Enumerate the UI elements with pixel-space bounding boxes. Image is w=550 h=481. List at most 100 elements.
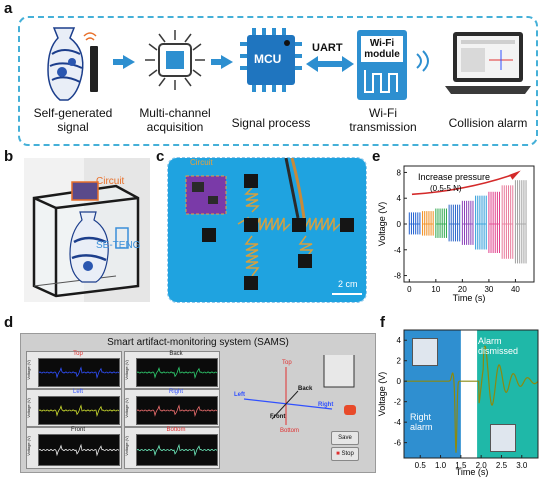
panel-c-letter: c [156,148,165,165]
y-tick-label: 4 [397,194,402,203]
flexible-sensor-photo [167,157,367,303]
circuit-label-text: Circuit [96,176,125,187]
alarm-light-icon [344,405,356,415]
step-3-label: Signal process [231,116,311,130]
trend-arrow [411,172,516,196]
y-tick-label: -2 [394,398,402,407]
case-photo-thumb [412,338,438,366]
flow-arrow-1 [113,59,123,65]
compass-right: Right [318,402,334,408]
stop-button[interactable]: ■ Stop [331,447,359,461]
chart-e-annotation-sub: (0.5-5 N) [430,184,462,193]
sams-title: Smart artifact-monitoring system (SAMS) [107,337,289,348]
case-photo-thumb [490,424,516,452]
wifi-signal-icon [413,50,435,72]
plot-trace-canvas [136,404,218,417]
plot-trace-canvas [38,366,120,379]
uart-label: UART [312,42,343,54]
double-arrow-icon [306,56,354,72]
x-tick-label: 20 [458,285,467,294]
right-alarm-label: Right alarm [410,412,433,432]
cube-case-icon [323,355,355,388]
plot-trace-canvas [38,443,120,457]
plot-left [38,396,120,425]
save-button[interactable]: Save [331,431,359,445]
plot-trace-canvas [38,404,120,417]
chart-f-ylabel: Voltage (V) [377,372,387,417]
y-tick-label: -8 [394,272,402,281]
plot-right [136,396,218,425]
x-tick-label: 40 [511,285,520,294]
arrow-right-icon [221,55,233,69]
x-tick-label: 10 [431,285,440,294]
y-tick-label: 0 [397,377,402,386]
mcu-icon [240,28,302,92]
plot-trace [136,404,218,417]
circuit-tag: Circuit [190,158,213,167]
compass-top: Top [282,360,292,366]
flow-arrow-2 [211,59,221,65]
x-tick-label: 1.5 [455,461,467,470]
display-case-photo [24,158,150,302]
plot-trace-canvas [136,366,218,379]
step-2-label: Multi-channel acquisition [139,106,211,134]
step-1-label: Self-generated signal [33,106,113,134]
chip-icon [145,30,205,90]
panel-d-letter: d [4,314,14,331]
plot-right-title: Right [168,389,183,395]
plot-trace-canvas [136,443,218,457]
stop-label: Stop [341,451,354,457]
y-tick-label: 4 [397,336,402,345]
plot-axis-label: Voltage (V) [124,360,129,380]
panel-a-frame [18,16,538,146]
plot-axis-label: Voltage (V) [26,360,31,380]
stop-icon: ■ [336,451,340,457]
chart-e-xlabel: Time (s) [453,293,486,303]
plot-trace [38,366,120,379]
x-tick-label: 1.0 [435,461,447,470]
circuit-label: Circuit [96,176,124,187]
plot-top [38,358,120,387]
y-tick-label: -6 [394,439,402,448]
plot-axis-label: Voltage (V) [26,436,31,456]
compass-left: Left [234,392,245,398]
trend-arrowhead [509,170,521,180]
arrow-right-icon [123,55,135,69]
voltage-trace [404,345,539,453]
plot-left-title: Left [72,389,83,395]
panel-f-letter: f [380,314,385,331]
panel-b-letter: b [4,148,14,165]
chart-e-annotation: Increase pressure [418,172,490,182]
plot-trace [38,404,120,417]
y-tick-label: -4 [394,246,402,255]
x-tick-label: 0.5 [415,461,427,470]
chart-e-ylabel: Voltage (V) [377,202,387,247]
wifi-module-text: Wi-Fi module [364,38,400,60]
x-tick-label: 2.5 [496,461,508,470]
y-tick-label: 0 [397,220,402,229]
alarm-dismissed-label: Alarm dismissed [478,336,519,356]
plot-bottom-title: Bottom [166,427,186,433]
x-tick-label: 0 [407,285,412,294]
chart-f-xlabel: Time (s) [456,467,489,477]
axis-front-back [271,390,299,420]
teng-label: SE-TENG [96,240,141,251]
plot-axis-label: Voltage (V) [124,398,129,418]
x-tick-label: 30 [484,285,493,294]
mcu-text: MCU [254,52,282,66]
plot-axis-label: Voltage (V) [124,436,129,456]
vase-sensor-icon [40,24,110,104]
compass-back: Back [298,386,313,392]
chart-e-frame [403,165,535,283]
plot-front-title: Front [70,427,85,433]
plot-back [136,358,218,387]
y-tick-label: -4 [394,418,402,427]
panel-e-letter: e [372,148,381,165]
y-tick-label: 2 [397,357,402,366]
x-tick-label: 2.0 [476,461,488,470]
plot-trace [136,366,218,379]
y-tick-label: 8 [397,168,402,177]
scale-bar-label: 2 cm [338,279,358,289]
plot-top-title: Top [73,351,83,357]
plot-bottom [136,434,218,466]
